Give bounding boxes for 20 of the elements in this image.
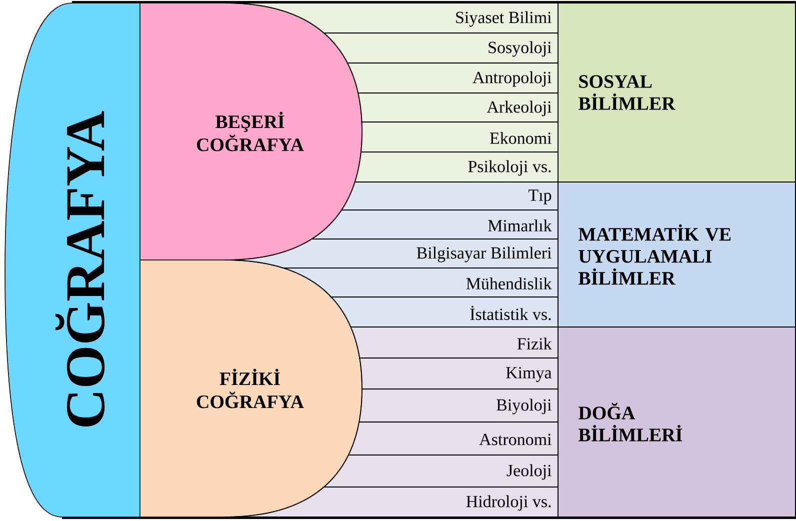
- table-row: Antropoloji: [346, 62, 558, 94]
- category-box: MATEMATİK VE UYGULAMALI BİLİMLER: [558, 182, 796, 328]
- table-row: Ekonomi: [360, 122, 558, 152]
- table-row: Hidroloji vs.: [224, 486, 558, 518]
- vertical-band: COĞRAFYA: [4, 2, 140, 518]
- table-row: Biyoloji: [358, 388, 558, 422]
- table-row: Mimarlık: [311, 210, 558, 240]
- table-row: Kimya: [358, 358, 558, 390]
- table-row: Astronomi: [348, 422, 558, 456]
- table-row: Siyaset Bilimi: [224, 2, 558, 34]
- table-row: Bilgisayar Bilimleri: [224, 238, 558, 268]
- table-row: Fizik: [350, 326, 558, 358]
- table-row: Sosyoloji: [322, 32, 558, 64]
- table-row: Arkeoloji: [358, 92, 558, 122]
- category-box: SOSYAL BİLİMLER: [558, 2, 796, 182]
- table-row: İstatistik vs.: [329, 296, 558, 328]
- category-box: DOĞA BİLİMLERİ: [558, 326, 796, 518]
- table-row: Tıp: [341, 182, 558, 210]
- table-row: Psikoloji vs.: [354, 152, 558, 182]
- table-row: Jeoloji: [322, 454, 558, 488]
